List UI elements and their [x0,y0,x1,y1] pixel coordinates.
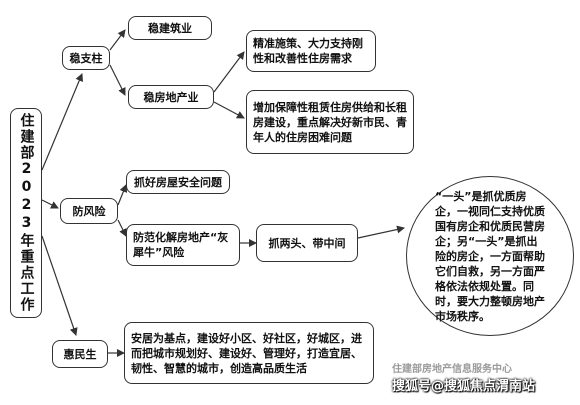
arrow-root-risk [41,199,59,209]
arrow-realestate-rental [213,101,245,119]
watermark-line2: 搜狐号@搜狐焦点渭南站 [392,379,536,394]
demand-node: 精准施策、大力支持刚性和改善性住房需求 [246,30,376,72]
real-estate-label: 稳房地产业 [143,90,199,104]
risk-label: 防风险 [72,204,106,218]
rental-node: 增加保障性租赁住房供给和长租房建设，重点解决好新市民、青年人的住房困难问题 [246,90,414,154]
arrow-twoends-detail [357,225,405,239]
housing-safety-label: 抓好房屋安全问题 [134,175,222,189]
arrow-stabilize-construction [109,29,126,51]
watermark-line1: 住建部房地产信息服务中心 [392,364,512,375]
arrow-risk-grayrhino [117,219,127,237]
two-ends-detail-node: “一头”是抓优质房企，一视同仁支持优质国有房企和优质民营房企；另“一头”是抓出险… [406,176,574,336]
demand-text: 精准施策、大力支持刚性和改善性住房需求 [253,37,363,65]
risk-node: 防风险 [60,198,118,224]
real-estate-node: 稳房地产业 [128,85,214,109]
housing-safety-node: 抓好房屋安全问题 [126,170,230,194]
livelihood-label: 惠民生 [63,347,97,361]
livelihood-detail-node: 安居为基点，建设好小区、好社区，好城区，进而把城市规划好、建设好、管理好，打造宜… [124,322,374,384]
arrow-root-livelihood [41,235,78,336]
arrow-realestate-demand [213,51,245,93]
arrow-risk-safety [117,184,128,206]
construction-label: 稳建筑业 [148,21,192,35]
construction-node: 稳建筑业 [128,16,212,40]
root-node: 住建部2023年重点工作 [10,108,42,318]
livelihood-node: 惠民生 [52,340,108,368]
livelihood-detail-text: 安居为基点，建设好小区、好社区，好城区，进而把城市规划好、建设好、管理好，打造宜… [131,331,362,375]
two-ends-detail-text: “一头”是抓优质房企，一视同仁支持优质国有房企和优质民营房企；另“一头”是抓出险… [435,189,545,323]
stabilize-node: 稳支柱 [62,46,110,70]
two-ends-node: 抓两头、带中间 [256,224,358,262]
root-title: 住建部2023年重点工作 [18,113,35,313]
arrow-stabilize-realestate [109,64,126,96]
gray-rhino-node: 防范化解房地产“灰犀牛”风险 [126,224,240,266]
arrow-root-stabilize [41,73,83,171]
two-ends-label: 抓两头、带中间 [268,236,346,250]
rental-text: 增加保障性租赁住房供给和长租房建设，重点解决好新市民、青年人的住房困难问题 [253,100,407,144]
gray-rhino-text: 防范化解房地产“灰犀牛”风险 [133,231,229,259]
stabilize-label: 稳支柱 [69,51,103,65]
